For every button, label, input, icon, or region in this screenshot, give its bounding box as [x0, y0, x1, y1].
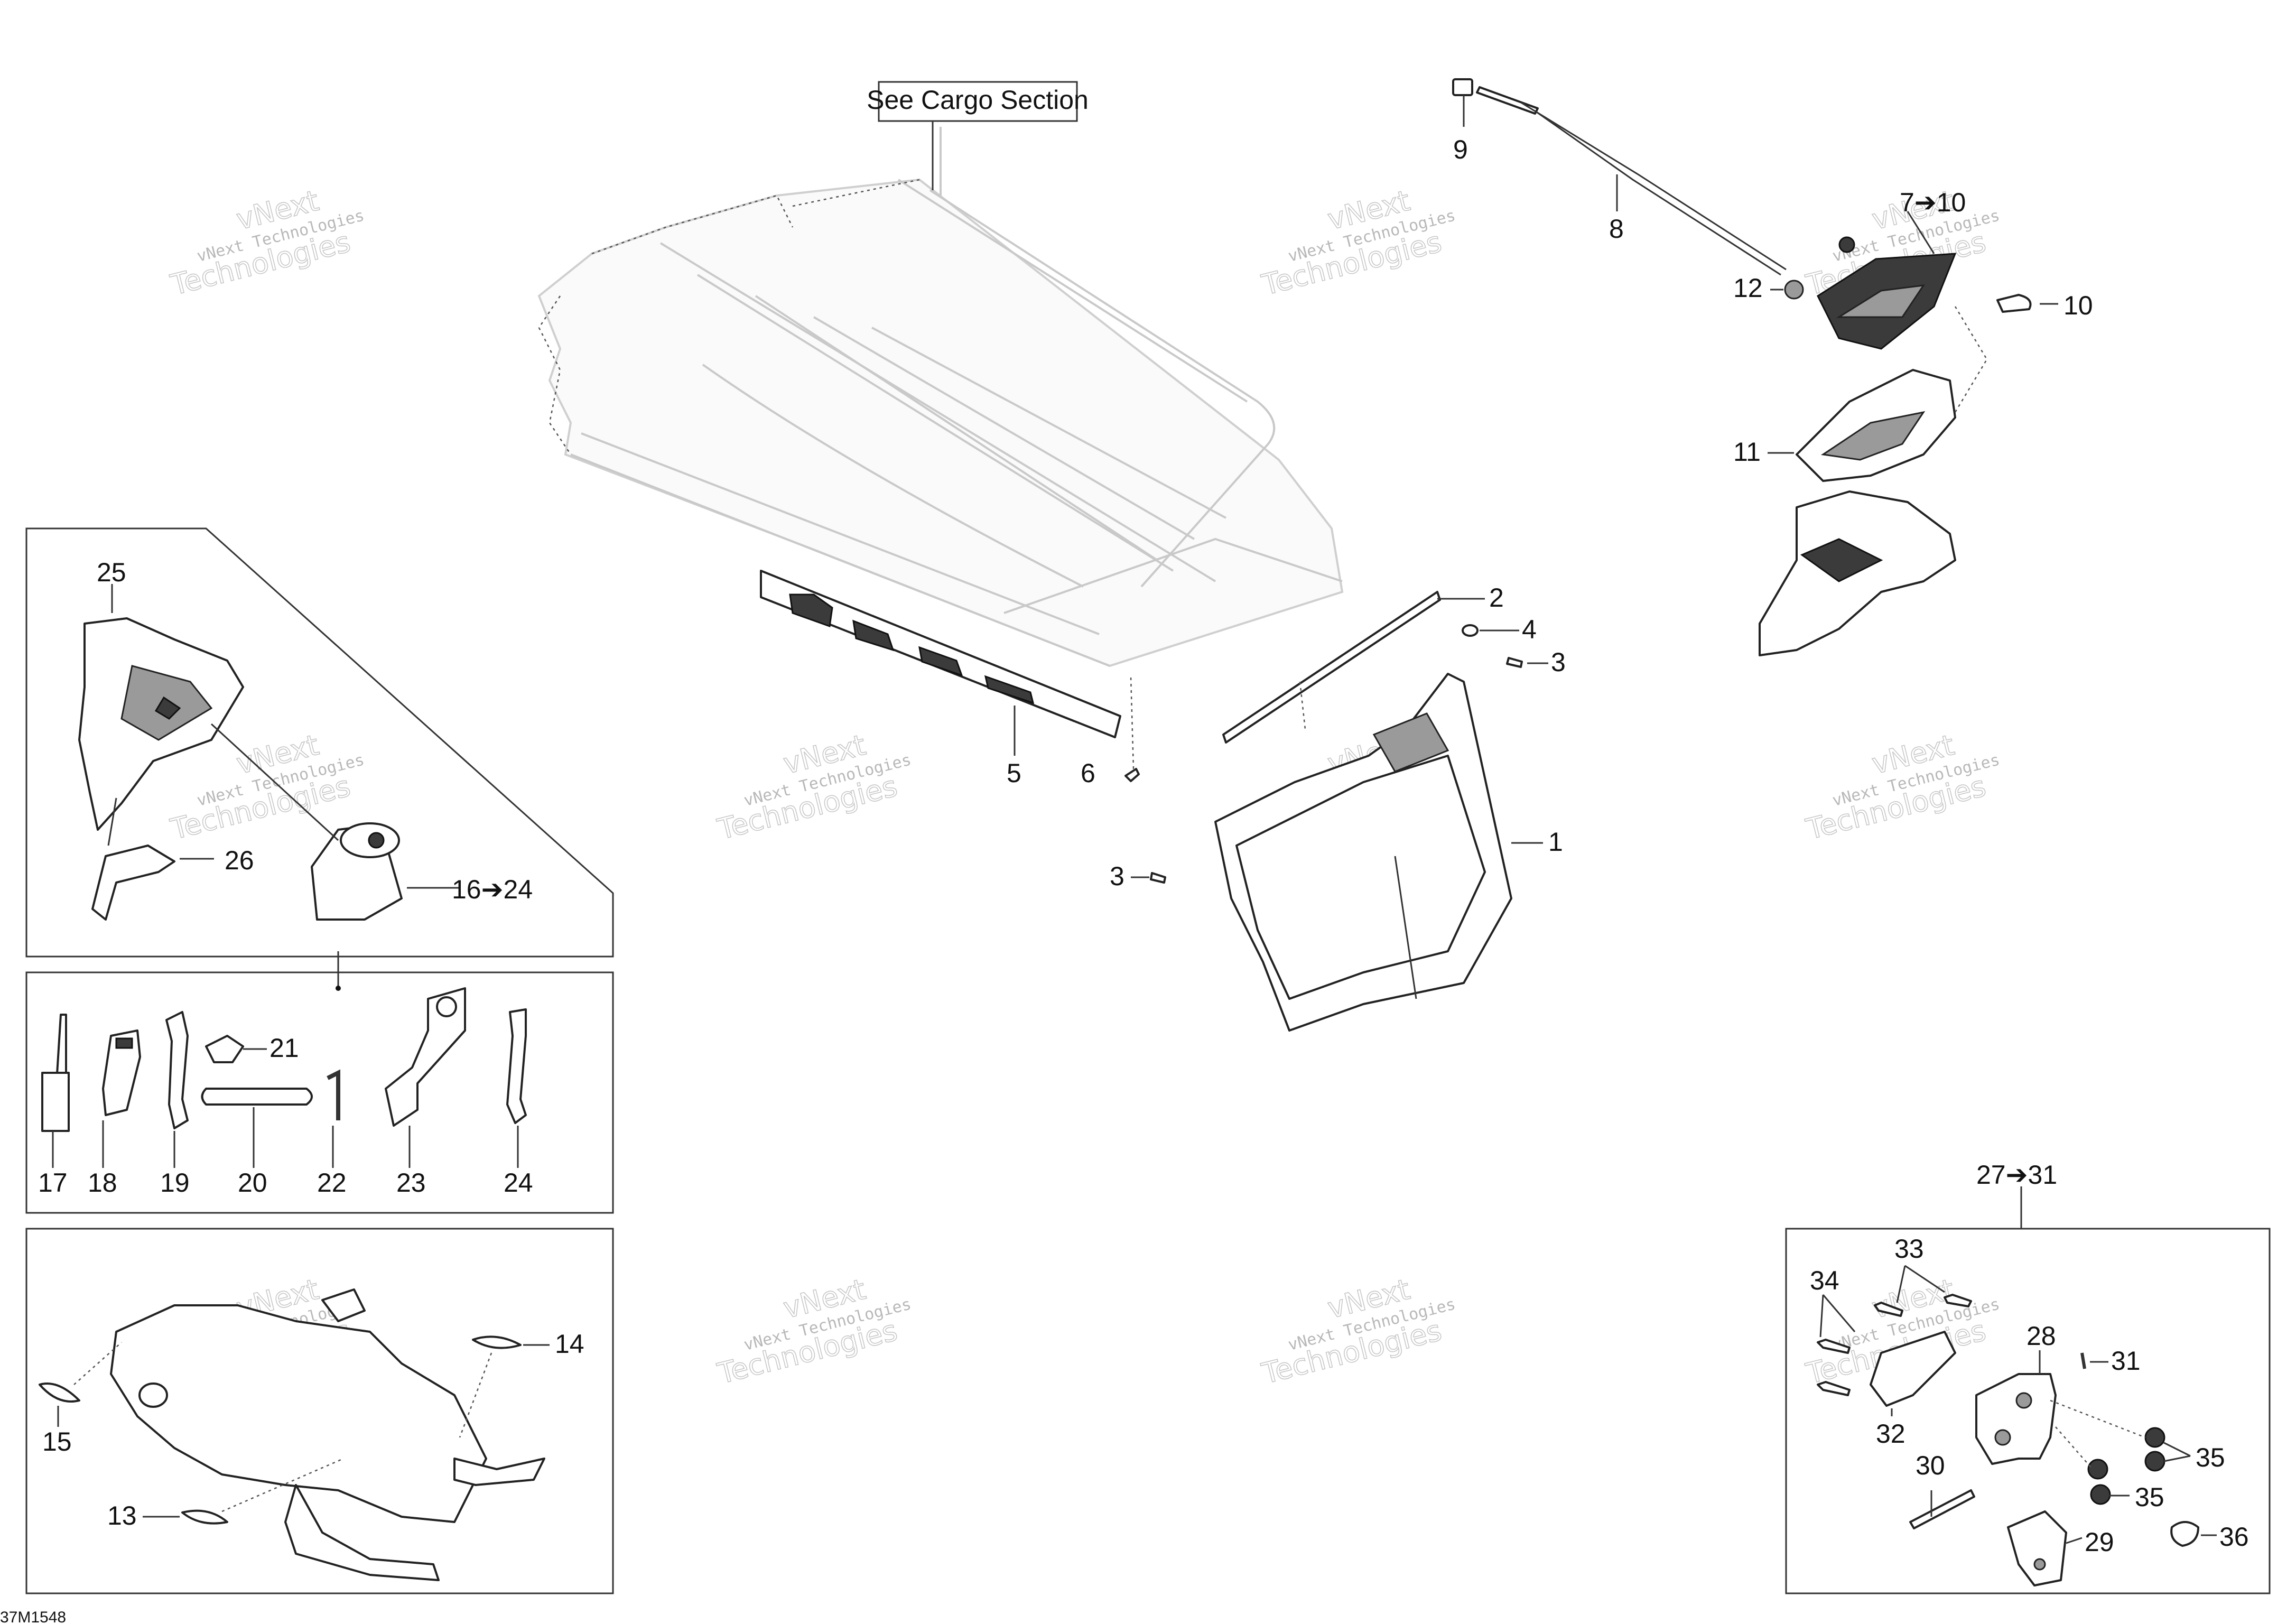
part-14-reflector — [472, 1335, 550, 1349]
part-2-strip — [1222, 591, 1485, 744]
part-4-washer — [1462, 624, 1519, 637]
label-17: 17 — [38, 1168, 68, 1198]
label-13: 13 — [107, 1501, 137, 1530]
part-22-hex-key — [327, 1069, 340, 1168]
label-11: 11 — [1733, 437, 1761, 467]
part-5-side-panel — [760, 570, 1121, 756]
part-25-tool-box — [78, 584, 244, 831]
cargo-rack-ghost — [537, 127, 1344, 667]
watermark-10: vNext vNext Technologies Technologies — [714, 1272, 913, 1391]
watermark-11: vNext vNext Technologies Technologies — [1258, 1272, 1457, 1391]
part-28-bracket — [1975, 1350, 2057, 1465]
see-cargo-note: See Cargo Section — [867, 81, 1089, 190]
label-1: 1 — [1548, 827, 1563, 857]
label-15: 15 — [42, 1427, 72, 1456]
part-18-socket — [102, 1029, 141, 1168]
label-3a: 3 — [1551, 647, 1566, 677]
label-33: 33 — [1894, 1234, 1924, 1264]
label-9: 9 — [1453, 135, 1468, 164]
label-29: 29 — [2085, 1527, 2114, 1557]
part-32-plate — [1870, 1331, 1956, 1416]
part-8-9-harness — [1452, 78, 1787, 276]
part-11-housing — [1759, 306, 1988, 656]
tool-kit-panel — [25, 527, 614, 991]
part-35-bushings — [2050, 1399, 2191, 1505]
part-6-clip — [1124, 676, 1140, 782]
part-19-wrench — [165, 1011, 189, 1168]
label-23: 23 — [396, 1168, 426, 1198]
label-4: 4 — [1522, 615, 1537, 644]
part-21-clip — [205, 1035, 267, 1063]
tools-panel — [25, 971, 614, 1214]
part-33-34-bolts — [1817, 1265, 1972, 1396]
label-22: 22 — [317, 1168, 347, 1198]
see-cargo-box — [878, 81, 1078, 122]
label-31: 31 — [2111, 1346, 2141, 1376]
part-15-reflector — [39, 1382, 80, 1427]
label-14: 14 — [555, 1329, 584, 1359]
label-25: 25 — [97, 558, 126, 587]
snowmobile-outline — [73, 1288, 545, 1581]
label-36: 36 — [2219, 1522, 2249, 1552]
label-21: 21 — [269, 1033, 299, 1063]
label-8: 8 — [1609, 214, 1624, 244]
label-35a: 35 — [2196, 1443, 2225, 1472]
watermark-8: vNext vNext Technologies Technologies — [1802, 728, 2002, 847]
part-12-grommet — [1770, 280, 1804, 300]
tools-frame — [25, 971, 614, 1214]
part-7-10-taillight — [1817, 211, 1957, 350]
part-23-spanner — [385, 987, 466, 1168]
label-5: 5 — [1007, 758, 1021, 788]
label-32: 32 — [1876, 1419, 1905, 1449]
part-30-rod — [1909, 1489, 1975, 1529]
label-28: 28 — [2027, 1321, 2056, 1351]
label-7-10: 7➔10 — [1900, 188, 1966, 217]
tool-kit-frame — [25, 527, 614, 958]
part-29-hitch-plate — [2007, 1510, 2083, 1586]
label-34: 34 — [1810, 1266, 1839, 1295]
label-24: 24 — [504, 1168, 533, 1198]
part-13-reflector — [143, 1509, 228, 1525]
part-3-screw-bottom — [1131, 872, 1166, 884]
part-labels: 1 2 3 3 4 5 6 7➔10 8 9 10 11 12 13 14 15… — [38, 135, 2249, 1557]
part-36-cap — [2170, 1521, 2217, 1547]
hitch-panel — [1785, 1186, 2271, 1594]
vehicle-panel — [25, 1228, 614, 1594]
part-26-strap — [91, 797, 214, 921]
hitch-frame — [1785, 1228, 2271, 1594]
label-6: 6 — [1081, 758, 1095, 788]
label-18: 18 — [88, 1168, 117, 1198]
label-16-24: 16➔24 — [452, 875, 533, 904]
label-12: 12 — [1733, 273, 1763, 303]
watermark-6: vNext vNext Technologies Technologies — [714, 728, 913, 847]
label-3b: 3 — [1110, 861, 1124, 891]
see-cargo-text: See Cargo Section — [867, 85, 1089, 115]
label-27-31: 27➔31 — [1976, 1160, 2057, 1190]
part-10-bulb — [1996, 294, 2058, 313]
label-2: 2 — [1489, 583, 1504, 613]
label-19: 19 — [160, 1168, 190, 1198]
watermark-1: vNext vNext Technologies Technologies — [167, 183, 366, 302]
label-30: 30 — [1916, 1451, 1945, 1480]
label-35b: 35 — [2135, 1482, 2164, 1512]
part-20-spring-clip — [201, 1088, 313, 1168]
part-1-snow-flap — [1214, 673, 1543, 1032]
vehicle-frame — [25, 1228, 614, 1594]
label-20: 20 — [238, 1168, 267, 1198]
part-17-screwdriver — [41, 1014, 70, 1168]
watermark-3: vNext vNext Technologies Technologies — [1258, 183, 1457, 302]
part-16-pouch — [210, 723, 460, 991]
label-10: 10 — [2063, 291, 2093, 320]
part-31-pin — [2080, 1352, 2108, 1369]
part-24-wrench — [506, 1008, 527, 1168]
part-3-screw-top — [1506, 657, 1548, 668]
label-26: 26 — [225, 846, 254, 875]
reference-code: 37M1548 — [0, 1609, 66, 1624]
